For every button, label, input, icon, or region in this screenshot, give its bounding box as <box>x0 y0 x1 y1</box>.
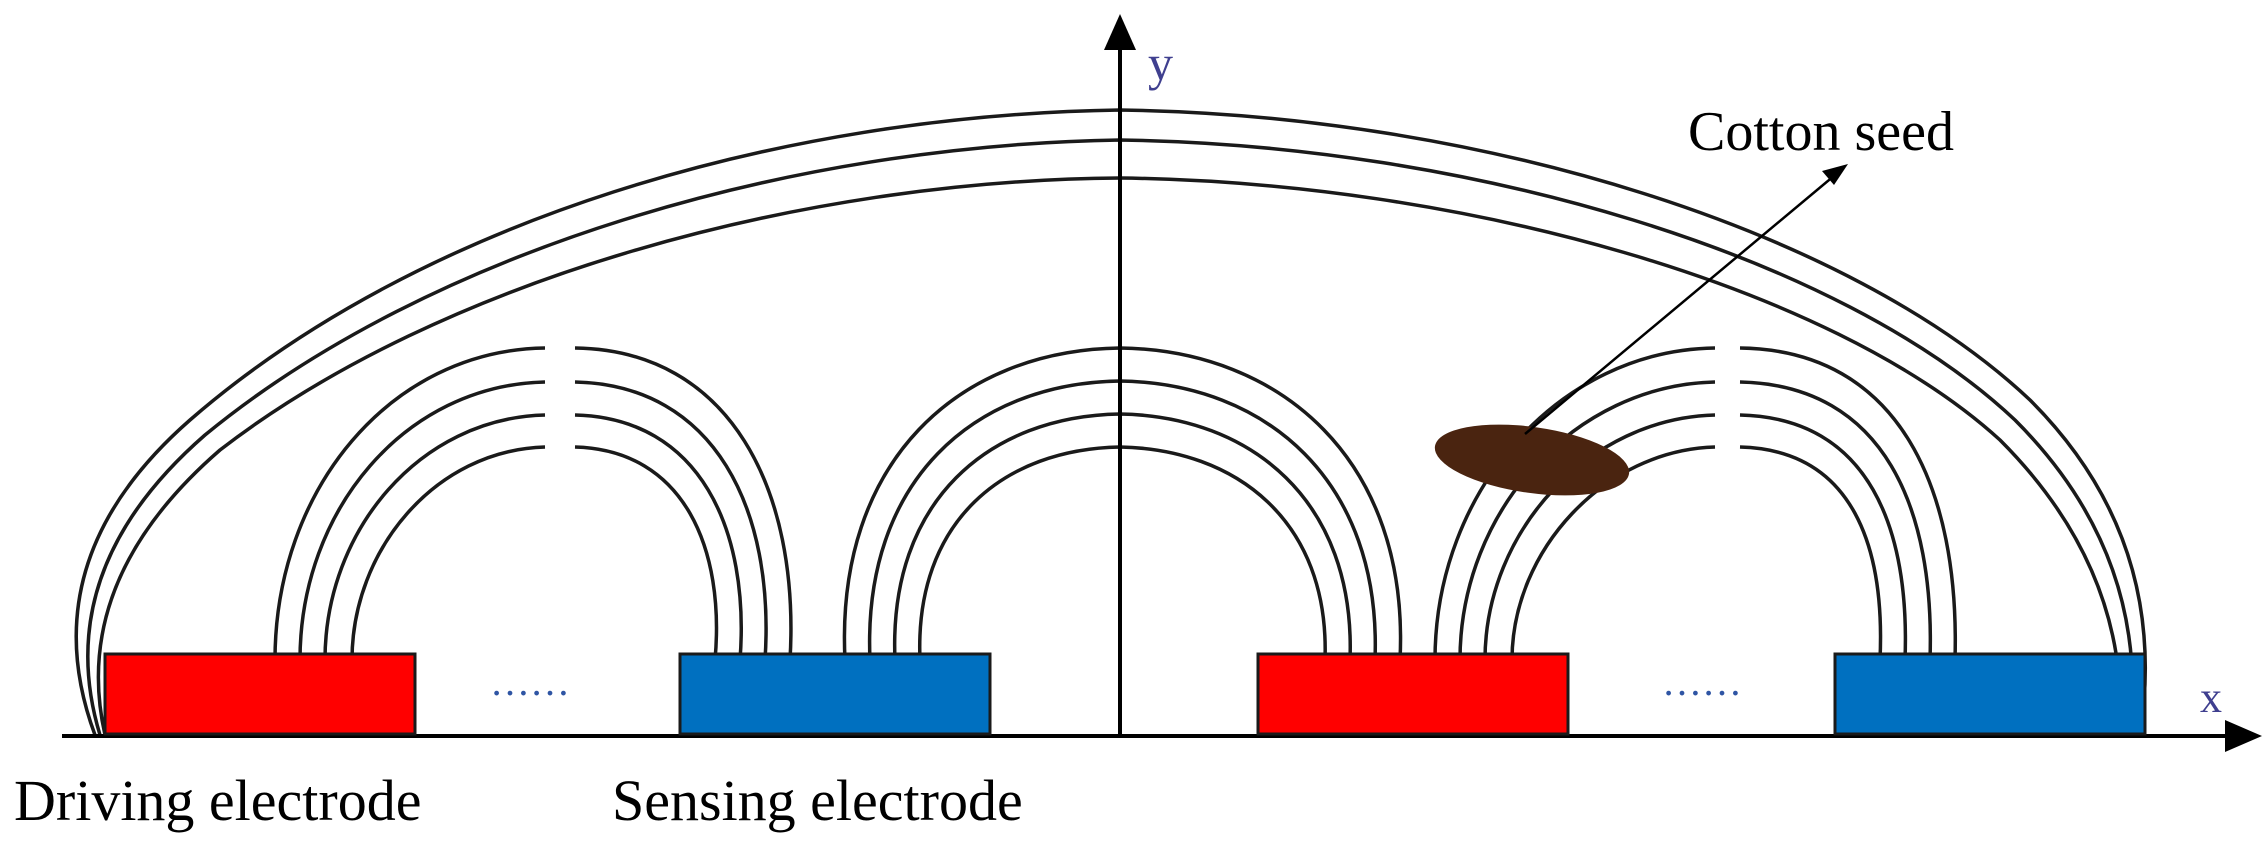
field-line <box>574 346 793 661</box>
field-line <box>1739 380 1933 661</box>
field-line <box>918 445 1327 661</box>
cotton-seed-label: Cotton seed <box>1688 101 1954 163</box>
field-line <box>1433 346 1716 661</box>
cotton-seed <box>1434 424 1630 496</box>
field-line <box>574 413 743 661</box>
field-line <box>1458 380 1716 661</box>
field-line <box>298 380 546 661</box>
field-line <box>1739 413 1908 661</box>
field-line <box>1510 445 1716 661</box>
electrodes: …… …… <box>103 652 2147 736</box>
y-axis-arrow <box>1104 14 1136 50</box>
axes: x y <box>62 14 2262 752</box>
x-axis-arrow <box>2225 720 2262 752</box>
field-line <box>892 412 1352 661</box>
right-arc-group <box>1433 346 1958 661</box>
field-line <box>1739 445 1883 661</box>
field-line <box>1739 346 1958 661</box>
x-axis-label: x <box>2200 673 2222 722</box>
left-arc-group <box>273 346 793 661</box>
driving-electrode <box>103 652 417 736</box>
y-axis-label: y <box>1148 35 1173 91</box>
cotton-seed-group: Cotton seed <box>1434 101 1954 496</box>
center-arc-group <box>842 346 1403 661</box>
sensing-electrode <box>678 652 992 736</box>
driving-electrode <box>1256 652 1570 736</box>
pointer-arrowhead <box>1822 164 1848 185</box>
ellipsis-right: …… <box>1662 659 1742 704</box>
outer-field-line <box>74 108 2147 736</box>
field-line <box>867 379 1377 661</box>
ellipsis-left: …… <box>490 659 570 704</box>
field-line <box>574 380 768 661</box>
field-lines <box>74 108 2147 736</box>
field-line <box>273 346 546 661</box>
field-line <box>323 413 546 661</box>
sensing-electrode-label: Sensing electrode <box>612 768 1023 833</box>
sensing-electrode <box>1833 652 2147 736</box>
driving-electrode-label: Driving electrode <box>14 768 421 833</box>
cotton-seed-pointer <box>1524 174 1836 435</box>
field-line <box>574 445 719 661</box>
field-line <box>350 445 546 661</box>
field-line <box>842 346 1403 661</box>
